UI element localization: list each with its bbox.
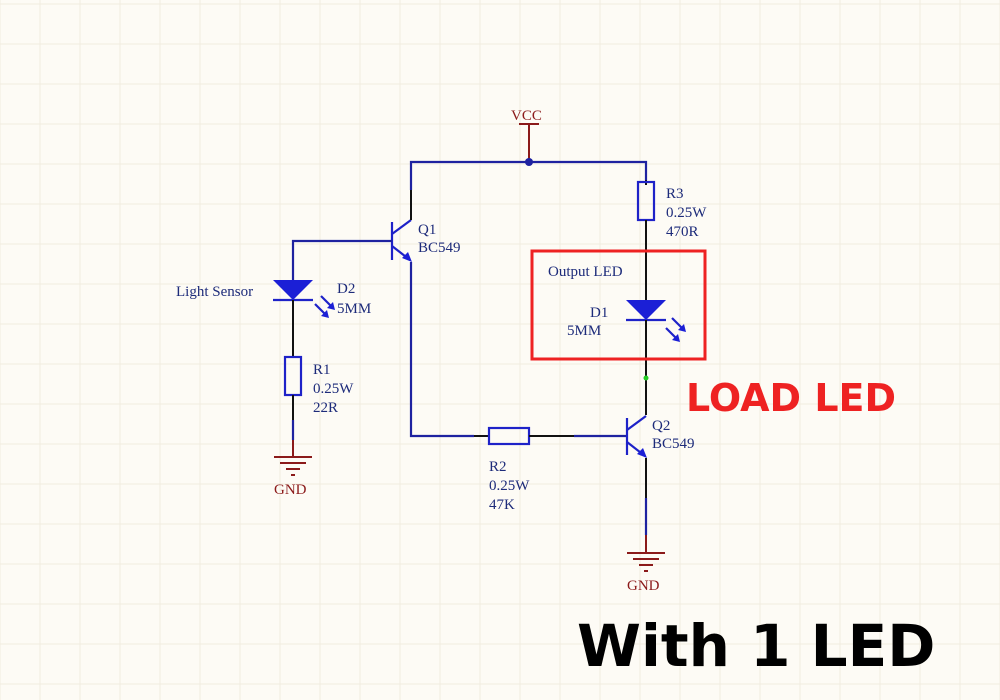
net-node bbox=[643, 375, 649, 381]
gnd-left-label: GND bbox=[274, 482, 307, 498]
d2-label: Light Sensor bbox=[176, 284, 253, 300]
top-rail-wire bbox=[409, 158, 648, 190]
q1-ref: Q1 bbox=[418, 222, 436, 238]
transistor-q1: Q1 BC549 bbox=[390, 190, 474, 438]
q1-base-wire bbox=[291, 239, 392, 280]
light-receive-arrows-icon bbox=[314, 295, 335, 318]
d2-triangle bbox=[273, 280, 313, 300]
resistor-r1: R1 0.25W 22R bbox=[283, 355, 354, 440]
photodiode-d2: Light Sensor D2 5MM bbox=[176, 280, 371, 357]
gnd-symbol-left: GND bbox=[274, 440, 312, 498]
light-emit-arrows-icon bbox=[665, 317, 686, 342]
d1-ref: D1 bbox=[590, 305, 608, 321]
q1-value: BC549 bbox=[418, 240, 461, 256]
r1-ref: R1 bbox=[313, 362, 331, 378]
load-led-title: LOAD LED bbox=[686, 376, 896, 420]
caption-with-1-led: With 1 LED bbox=[577, 612, 935, 680]
vcc-label: VCC bbox=[511, 108, 542, 124]
d1-label: Output LED bbox=[548, 264, 623, 280]
r1-value: 22R bbox=[313, 400, 338, 416]
resistor-r2: R2 0.25W 47K bbox=[474, 426, 626, 513]
r2-power: 0.25W bbox=[489, 478, 530, 494]
led-d1: Output LED D1 5MM bbox=[548, 264, 686, 415]
resistor-r3: R3 0.25W 470R bbox=[636, 180, 707, 300]
q2-ref: Q2 bbox=[652, 418, 670, 434]
gnd-symbol-right: GND bbox=[627, 535, 665, 594]
r1-power: 0.25W bbox=[313, 381, 354, 397]
transistor-q2: Q2 BC549 bbox=[625, 415, 695, 535]
led-d1-triangle bbox=[626, 300, 666, 320]
r3-power: 0.25W bbox=[666, 205, 707, 221]
d2-ref: D2 bbox=[337, 281, 355, 297]
r2-ref: R2 bbox=[489, 459, 507, 475]
junction-dot bbox=[525, 158, 533, 166]
r3-ref: R3 bbox=[666, 186, 684, 202]
gnd-right-label: GND bbox=[627, 578, 660, 594]
r3-value: 470R bbox=[666, 224, 699, 240]
r2-value: 47K bbox=[489, 497, 515, 513]
d2-value: 5MM bbox=[337, 301, 371, 317]
q2-value: BC549 bbox=[652, 436, 695, 452]
output-led-highlight-box bbox=[530, 249, 707, 361]
d1-value: 5MM bbox=[567, 323, 601, 339]
vcc-symbol: VCC bbox=[511, 108, 542, 162]
